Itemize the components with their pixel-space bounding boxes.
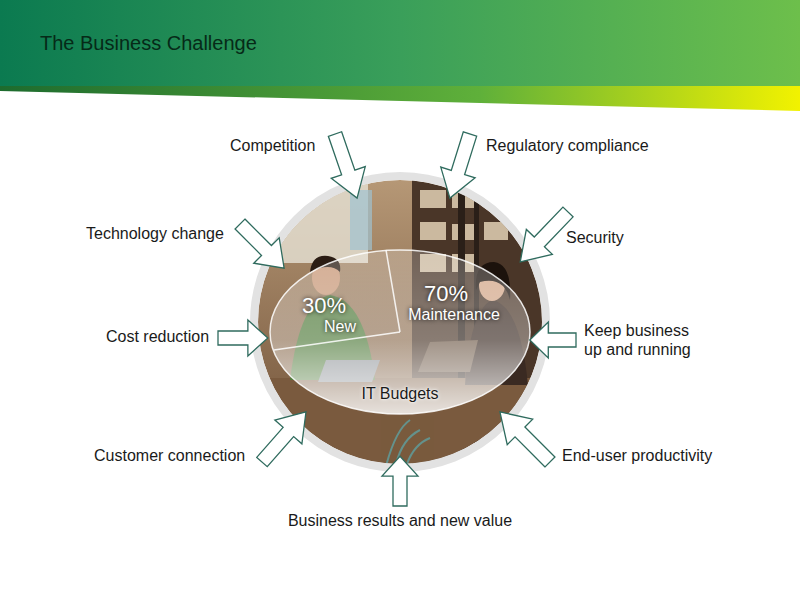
photo-glass bbox=[350, 190, 372, 250]
percent-value: 30% bbox=[274, 294, 374, 318]
percent-value: 70% bbox=[386, 282, 506, 306]
segment-name: Maintenance bbox=[394, 306, 514, 324]
budget-circle: IT Budgets30%New70%Maintenance bbox=[254, 176, 546, 468]
pressure-label: Competition bbox=[230, 136, 315, 155]
pressure-label: Technology change bbox=[86, 224, 224, 243]
pressure-label: Customer connection bbox=[94, 446, 245, 465]
pie-divider bbox=[386, 250, 400, 332]
block-arrow bbox=[382, 456, 418, 506]
header-band bbox=[0, 0, 800, 87]
pressure-label: Security bbox=[566, 228, 624, 247]
pressure-label: End-user productivity bbox=[562, 446, 712, 465]
block-arrow bbox=[248, 400, 319, 474]
budget-caption: IT Budgets bbox=[254, 384, 546, 404]
block-arrow bbox=[318, 128, 374, 204]
pressure-label: Cost reduction bbox=[106, 327, 209, 346]
pressure-label: Business results and new value bbox=[288, 511, 512, 530]
block-arrow bbox=[433, 129, 487, 204]
pie-segment: 70%Maintenance bbox=[392, 282, 512, 324]
block-arrow bbox=[227, 211, 297, 281]
block-arrow bbox=[530, 322, 576, 358]
block-arrow bbox=[218, 320, 268, 356]
block-arrow bbox=[487, 399, 563, 475]
segment-name: New bbox=[290, 318, 390, 336]
pressure-label: Regulatory compliance bbox=[486, 136, 649, 155]
header-strip bbox=[0, 86, 800, 111]
pie-segment: 30%New bbox=[282, 294, 382, 336]
pressure-label: Keep business up and running bbox=[584, 321, 709, 359]
slide-title: The Business Challenge bbox=[40, 32, 257, 55]
pressure-arrows bbox=[218, 128, 581, 506]
